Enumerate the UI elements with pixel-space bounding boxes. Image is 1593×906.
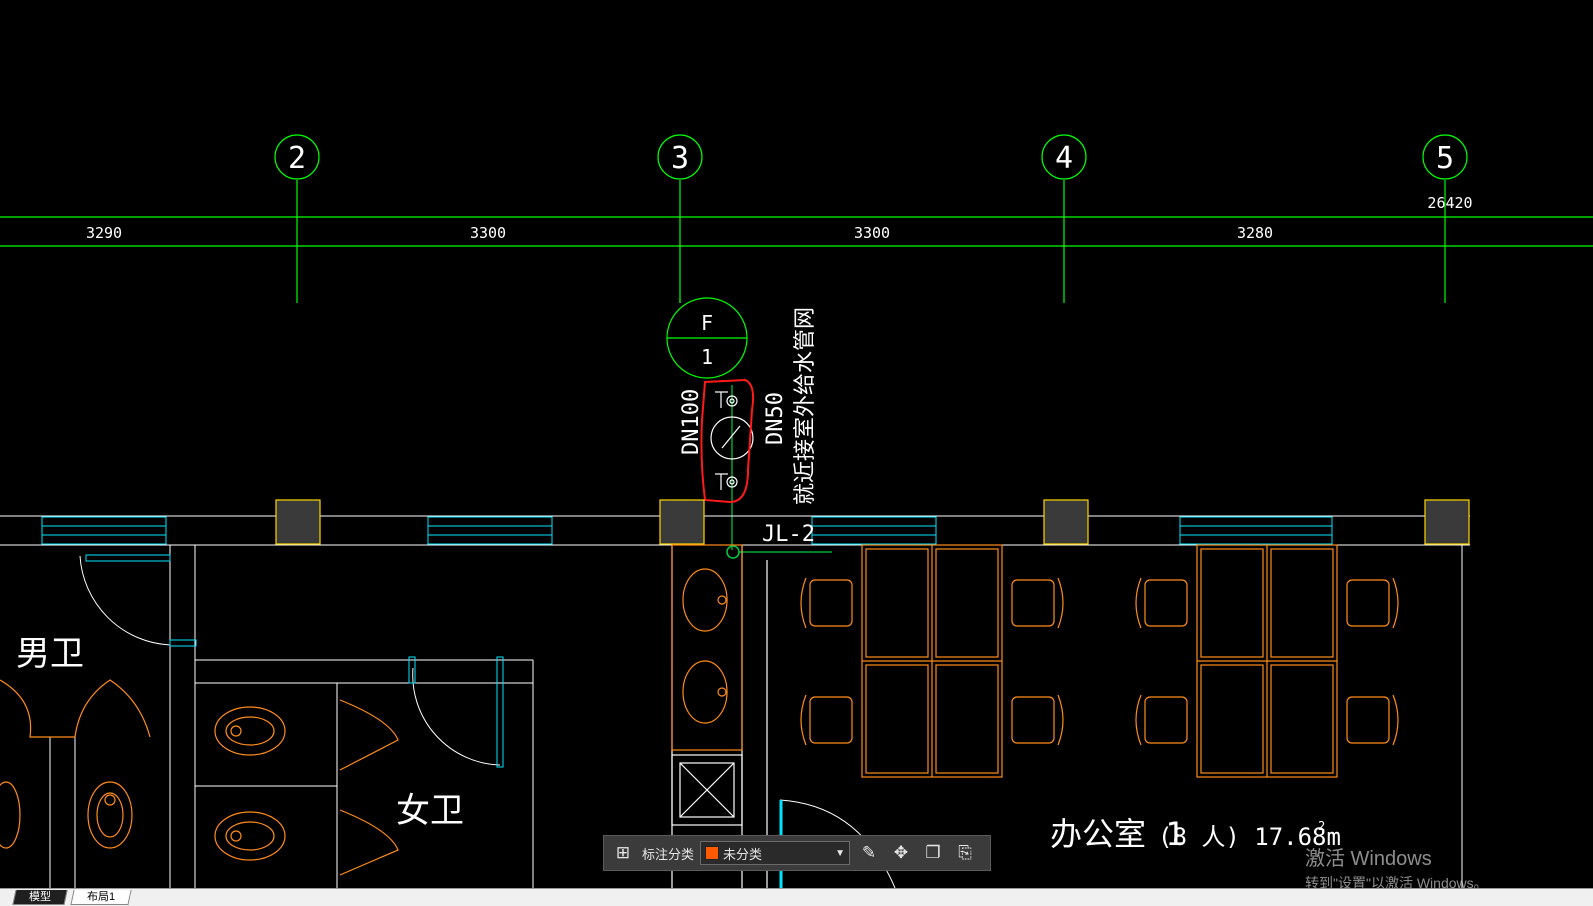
axis-label-3: 3	[671, 141, 689, 176]
wash-area	[671, 544, 768, 888]
copy-icon[interactable]: ❐	[925, 843, 941, 862]
layout-tab-bar: 模型 布局1	[0, 888, 1593, 906]
office-furniture	[800, 544, 1399, 778]
axis-label-f-sub: 1	[701, 345, 713, 369]
tab-layout1-label: 布局1	[87, 891, 116, 903]
tab-model-label: 模型	[29, 891, 51, 903]
structural-columns	[275, 499, 1470, 545]
office-area-superscript: 2	[1318, 819, 1325, 833]
annotation-toolbar: ⊞ 标注分类 未分类 ▼ ✎ ✥ ❐ ⎘	[603, 835, 991, 871]
water-meter-symbol	[710, 416, 754, 460]
dimension-1-2: 3290	[86, 224, 122, 242]
category-label: 标注分类	[642, 846, 695, 862]
axis-bubble-5	[1422, 134, 1468, 180]
axis-bubble-3	[657, 134, 703, 180]
grid-axes	[0, 134, 1593, 379]
mens-room-label: 男卫	[16, 634, 84, 674]
dimension-4-5: 3280	[1237, 224, 1273, 242]
pipe-label-dn100: DN100	[679, 389, 704, 455]
category-value: 未分类	[723, 846, 763, 862]
axis-label-4: 4	[1055, 141, 1073, 176]
paste-icon[interactable]: ⎘	[958, 843, 972, 862]
tab-model[interactable]: 模型	[12, 890, 68, 905]
restroom-fixtures-orange	[0, 679, 399, 876]
water-meter-assembly	[710, 385, 754, 550]
grid-apps-icon[interactable]: ⊞	[615, 843, 631, 862]
riser-label: JL-2	[762, 522, 815, 547]
move-icon[interactable]: ✥	[893, 843, 909, 862]
office-detail: (8 人) 17.68m	[1158, 823, 1341, 851]
edit-icon[interactable]: ✎	[861, 843, 877, 862]
office-name: 办公室 1	[1050, 815, 1185, 853]
womens-room-label: 女卫	[396, 791, 464, 831]
dimension-total: 26420	[1427, 194, 1472, 212]
axis-label-5: 5	[1436, 141, 1454, 176]
restroom-fixtures-cyan	[85, 554, 504, 768]
restroom-walls	[49, 545, 534, 888]
axis-label-2: 2	[288, 141, 306, 176]
dimension-3-4: 3300	[854, 224, 890, 242]
pipe-label-dn50: DN50	[763, 392, 788, 445]
connect-note: 就近接室外给水管网	[793, 307, 818, 505]
meter-needle	[721, 425, 741, 449]
category-color-swatch	[705, 846, 720, 860]
chevron-down-icon: ▼	[835, 847, 846, 859]
tab-layout1[interactable]: 布局1	[70, 890, 132, 905]
axis-bubble-2	[274, 134, 320, 180]
axis-label-f: F	[701, 311, 713, 335]
dimension-2-3: 3300	[470, 224, 506, 242]
red-markup-cloud[interactable]	[700, 378, 755, 504]
windows	[41, 516, 1333, 545]
axis-bubble-4	[1041, 134, 1087, 180]
category-dropdown[interactable]: 未分类 ▼	[700, 841, 851, 865]
riser-symbol	[726, 545, 740, 559]
